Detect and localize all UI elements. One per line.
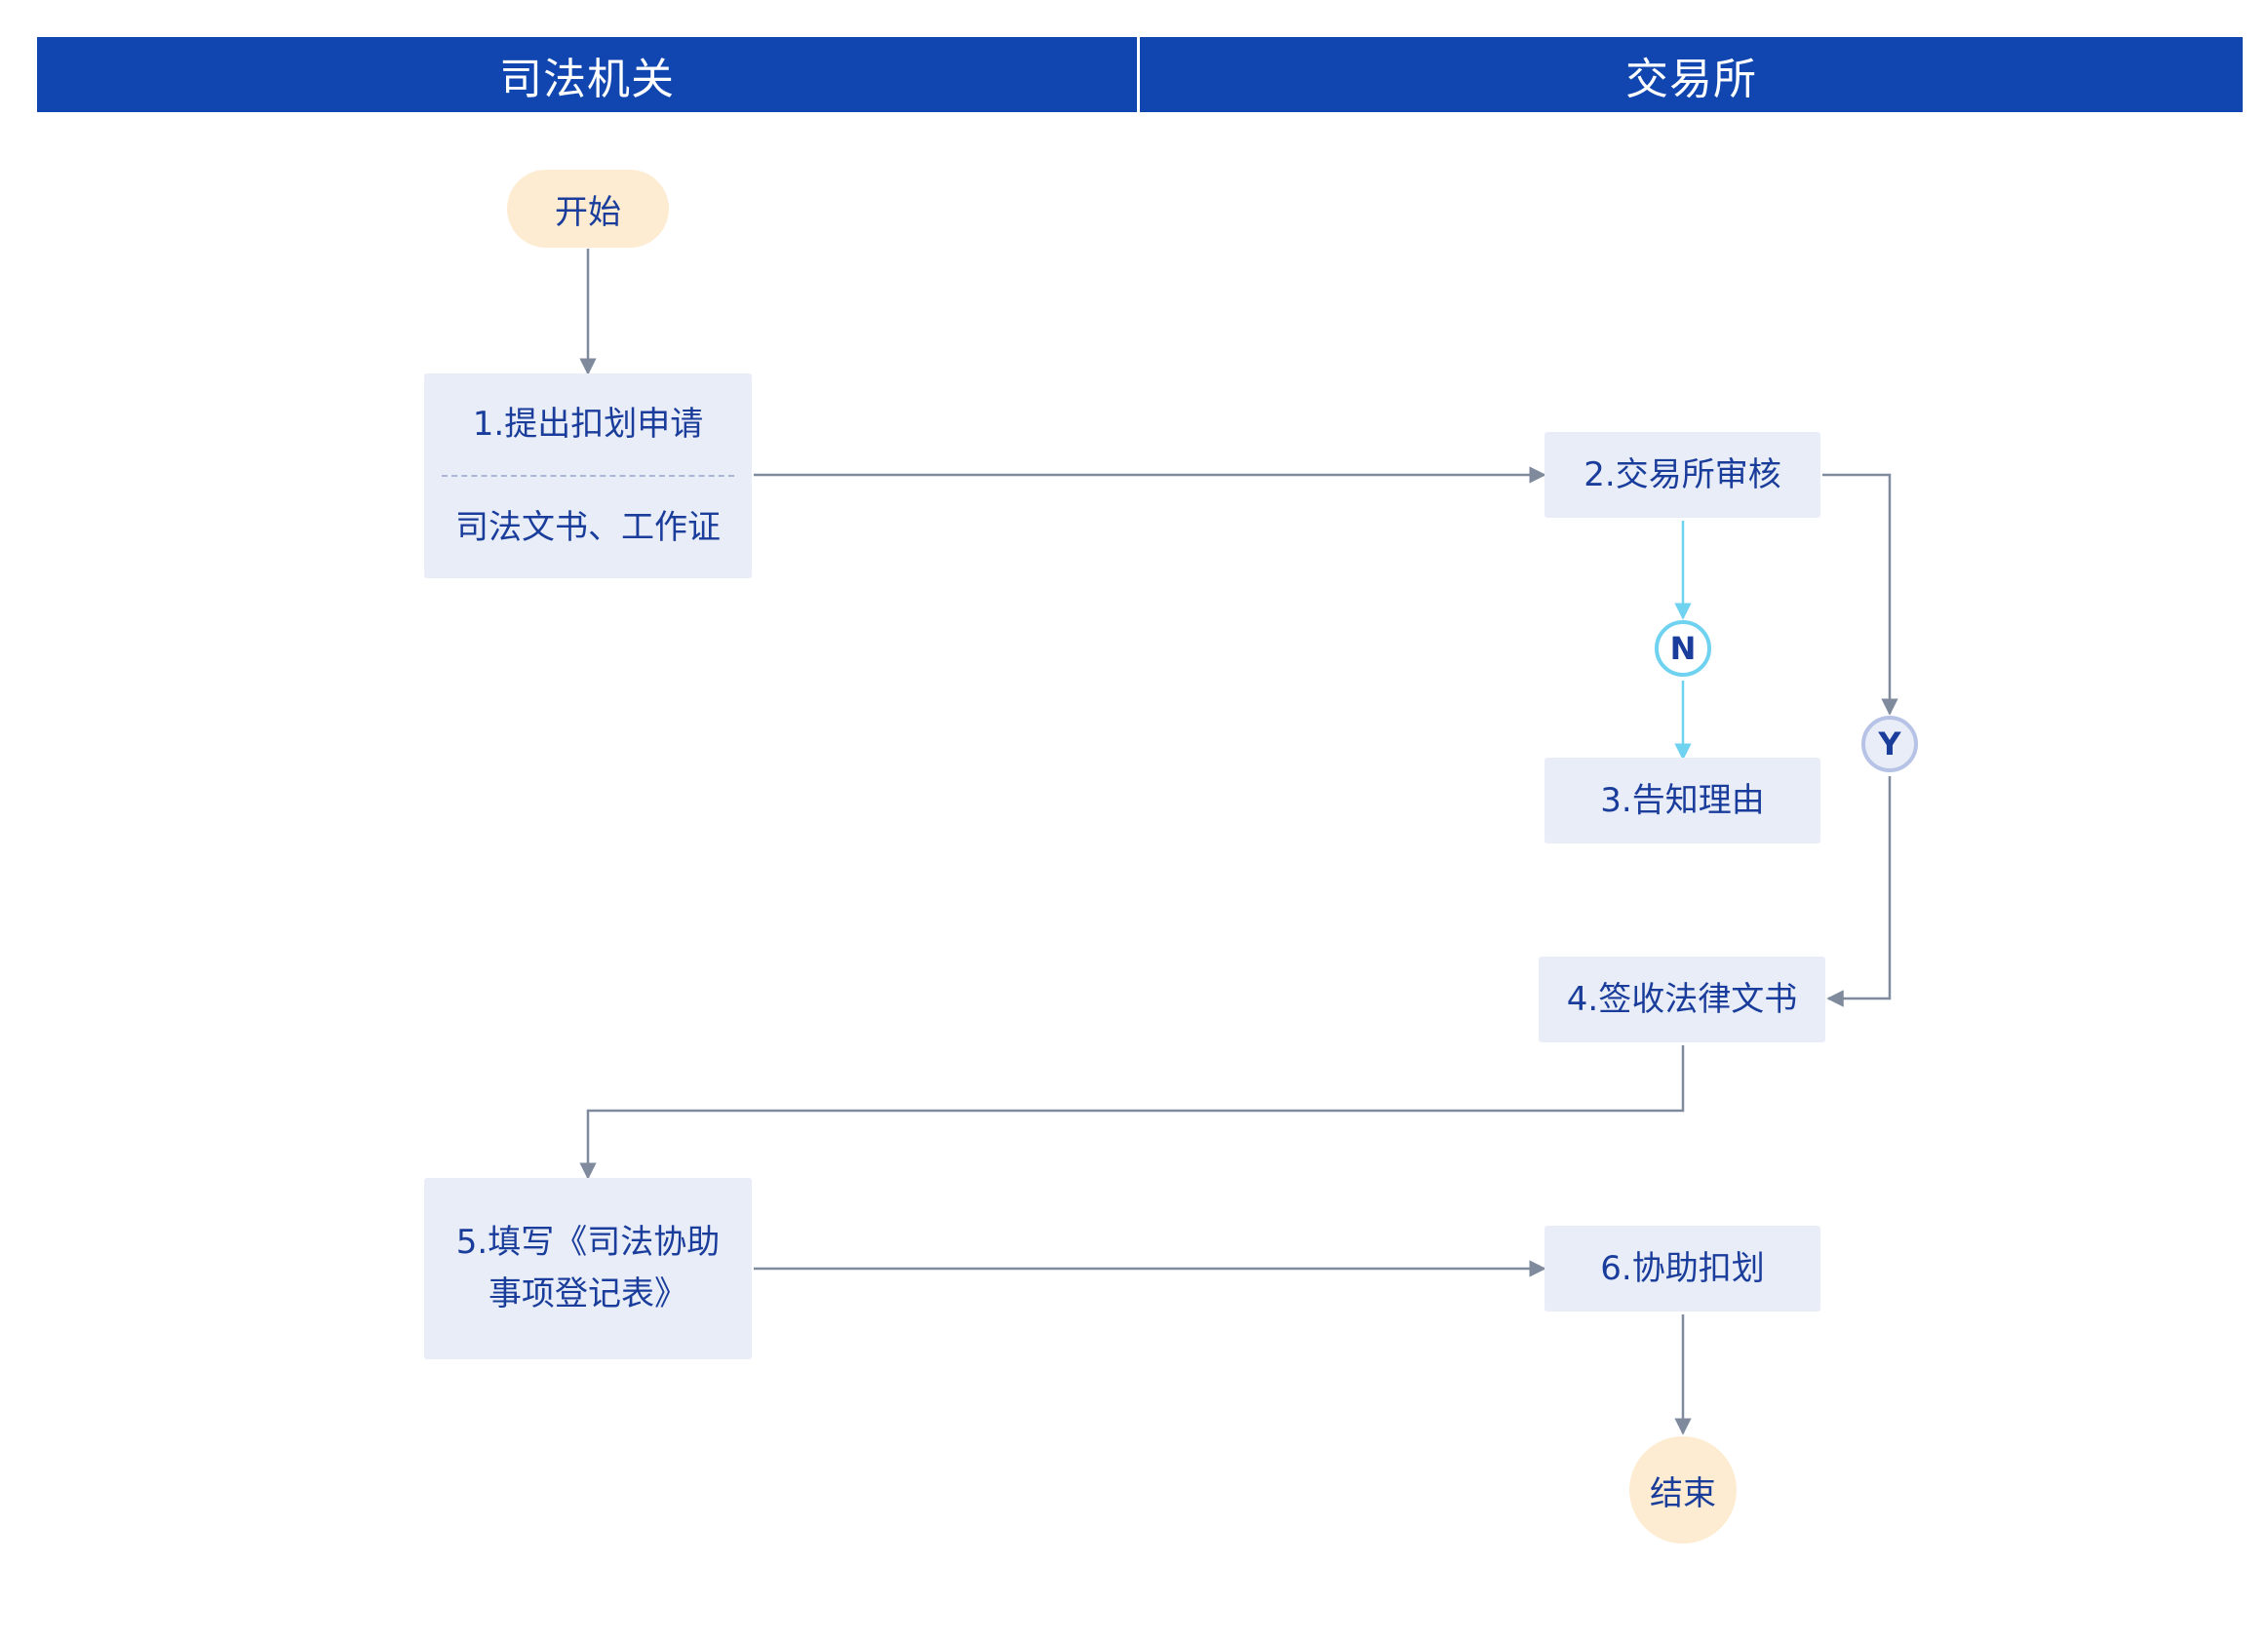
step6-label: 6.协助扣划 xyxy=(1600,1248,1765,1288)
start-terminal[interactable]: 开始 xyxy=(507,170,669,248)
step2-label: 2.交易所审核 xyxy=(1584,454,1781,494)
step1-submit-request[interactable]: 1.提出扣划申请 司法文书、工作证 xyxy=(424,373,752,578)
end-terminal[interactable]: 结束 xyxy=(1629,1436,1737,1544)
lane-separator xyxy=(1137,37,1140,112)
step1-doc-section: 司法文书、工作证 xyxy=(424,477,752,578)
lane-title-judicial: 司法机关 xyxy=(499,54,675,104)
step5-label-line2: 事项登记表》 xyxy=(489,1274,687,1313)
lane-header-exchange: 交易所 xyxy=(1140,37,2243,112)
lane-title-exchange: 交易所 xyxy=(1625,54,1757,104)
decision-no-label: N xyxy=(1669,630,1697,667)
step4-label: 4.签收法律文书 xyxy=(1566,979,1798,1019)
step6-assist-deduction[interactable]: 6.协助扣划 xyxy=(1545,1226,1820,1312)
connector-yes-to-step4 xyxy=(1826,776,1892,1007)
step1-title-section: 1.提出扣划申请 xyxy=(424,373,752,475)
start-label: 开始 xyxy=(555,192,621,232)
decision-yes-label: Y xyxy=(1878,725,1901,763)
step5-label-line1: 5.填写《司法协助 xyxy=(455,1223,721,1263)
step5-fill-registration-form[interactable]: 5.填写《司法协助 事项登记表》 xyxy=(424,1178,752,1359)
step2-exchange-review[interactable]: 2.交易所审核 xyxy=(1545,432,1820,518)
decision-no-badge: N xyxy=(1655,620,1711,677)
step3-notify-reason[interactable]: 3.告知理由 xyxy=(1545,758,1820,843)
step3-label: 3.告知理由 xyxy=(1600,780,1765,820)
step1-documents: 司法文书、工作证 xyxy=(455,507,721,547)
decision-yes-badge: Y xyxy=(1861,716,1918,772)
step4-sign-legal-docs[interactable]: 4.签收法律文书 xyxy=(1539,957,1825,1042)
connector-step4-to-step5 xyxy=(579,1045,1685,1180)
lane-header-judicial: 司法机关 xyxy=(37,37,1137,112)
end-label: 结束 xyxy=(1650,1473,1716,1513)
step1-title: 1.提出扣划申请 xyxy=(472,404,704,444)
step1-divider xyxy=(442,475,734,477)
connector-step2-to-yes xyxy=(1822,473,1898,716)
